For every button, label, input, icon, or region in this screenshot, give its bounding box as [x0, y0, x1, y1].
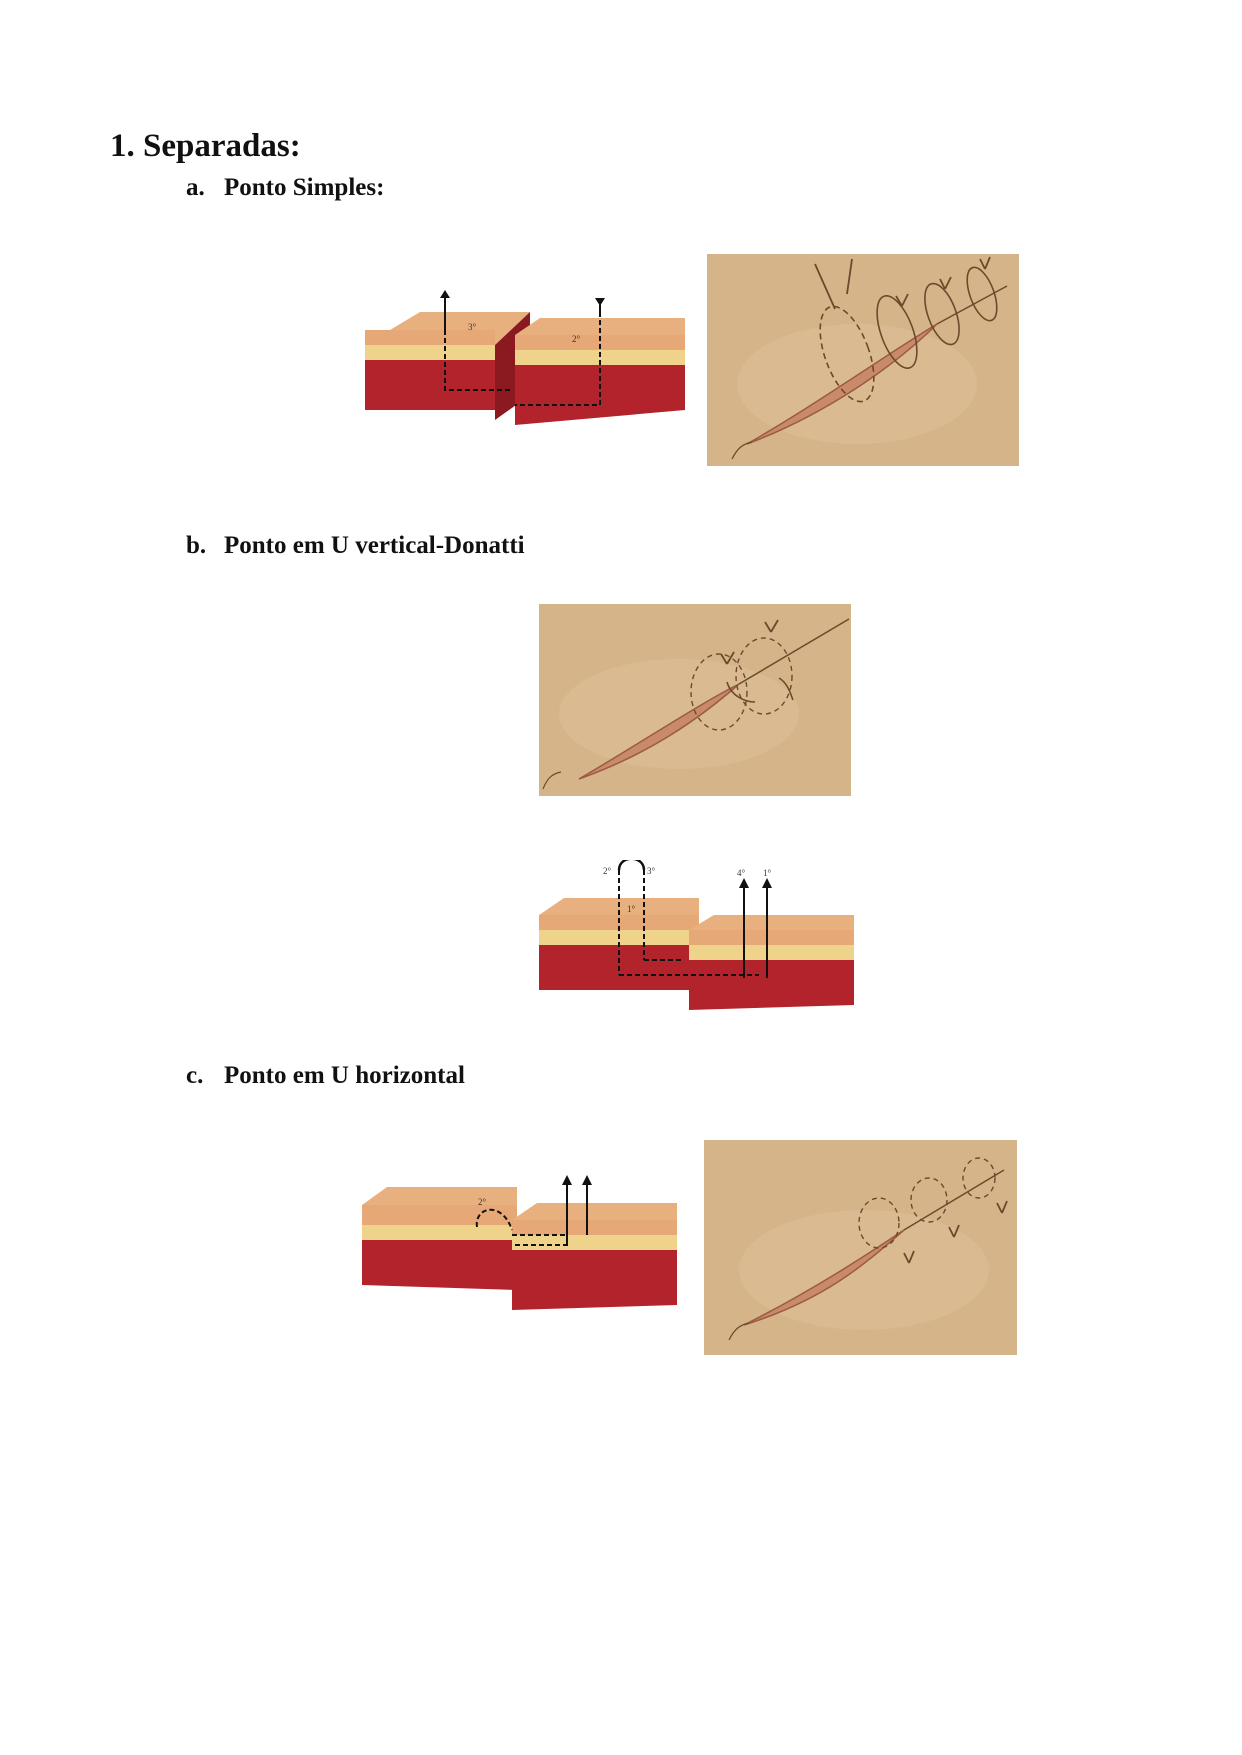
simples-block-diagram: 3° 2° [365, 290, 685, 440]
simples-illustration [707, 254, 1019, 466]
section-number: 1. [110, 128, 135, 164]
label-fourth: 4° [737, 868, 746, 878]
label-second: 2° [478, 1197, 487, 1207]
label-second: 2° [572, 334, 581, 344]
vertical-block-diagram: 2° 3° 1° 4° 1° [539, 860, 854, 1015]
section-title: Separadas: [143, 128, 301, 164]
vertical-illustration [539, 604, 851, 796]
label-third: 3° [468, 322, 477, 332]
label-first-b: 1° [763, 868, 772, 878]
label-second: 2° [603, 866, 612, 876]
subheading-letter: a. [186, 174, 205, 201]
subheading-letter: c. [186, 1062, 204, 1089]
subheading-title: Ponto em U horizontal [224, 1062, 465, 1089]
subheading-ponto-horizontal: c. Ponto em U horizontal [186, 1062, 465, 1090]
subheading-ponto-vertical: b. Ponto em U vertical-Donatti [186, 532, 525, 560]
section-heading: 1. Separadas: [110, 128, 301, 165]
subheading-letter: b. [186, 532, 207, 559]
label-first: 1° [627, 904, 636, 914]
subheading-ponto-simples: a. Ponto Simples: [186, 174, 384, 202]
horizontal-block-diagram: 2° 1° 3° [362, 1175, 677, 1315]
subheading-title: Ponto em U vertical-Donatti [224, 532, 525, 559]
subheading-title: Ponto Simples: [224, 174, 385, 201]
horizontal-illustration [704, 1140, 1017, 1355]
label-third: 3° [647, 866, 656, 876]
